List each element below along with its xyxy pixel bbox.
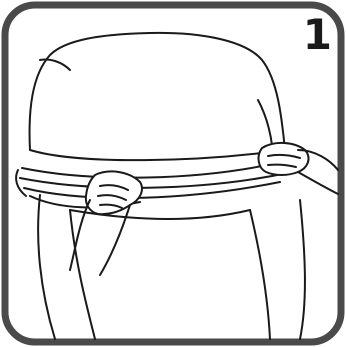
headrest-cover-top	[30, 33, 285, 150]
step-number: 1	[303, 14, 332, 56]
right-hand	[259, 143, 309, 175]
